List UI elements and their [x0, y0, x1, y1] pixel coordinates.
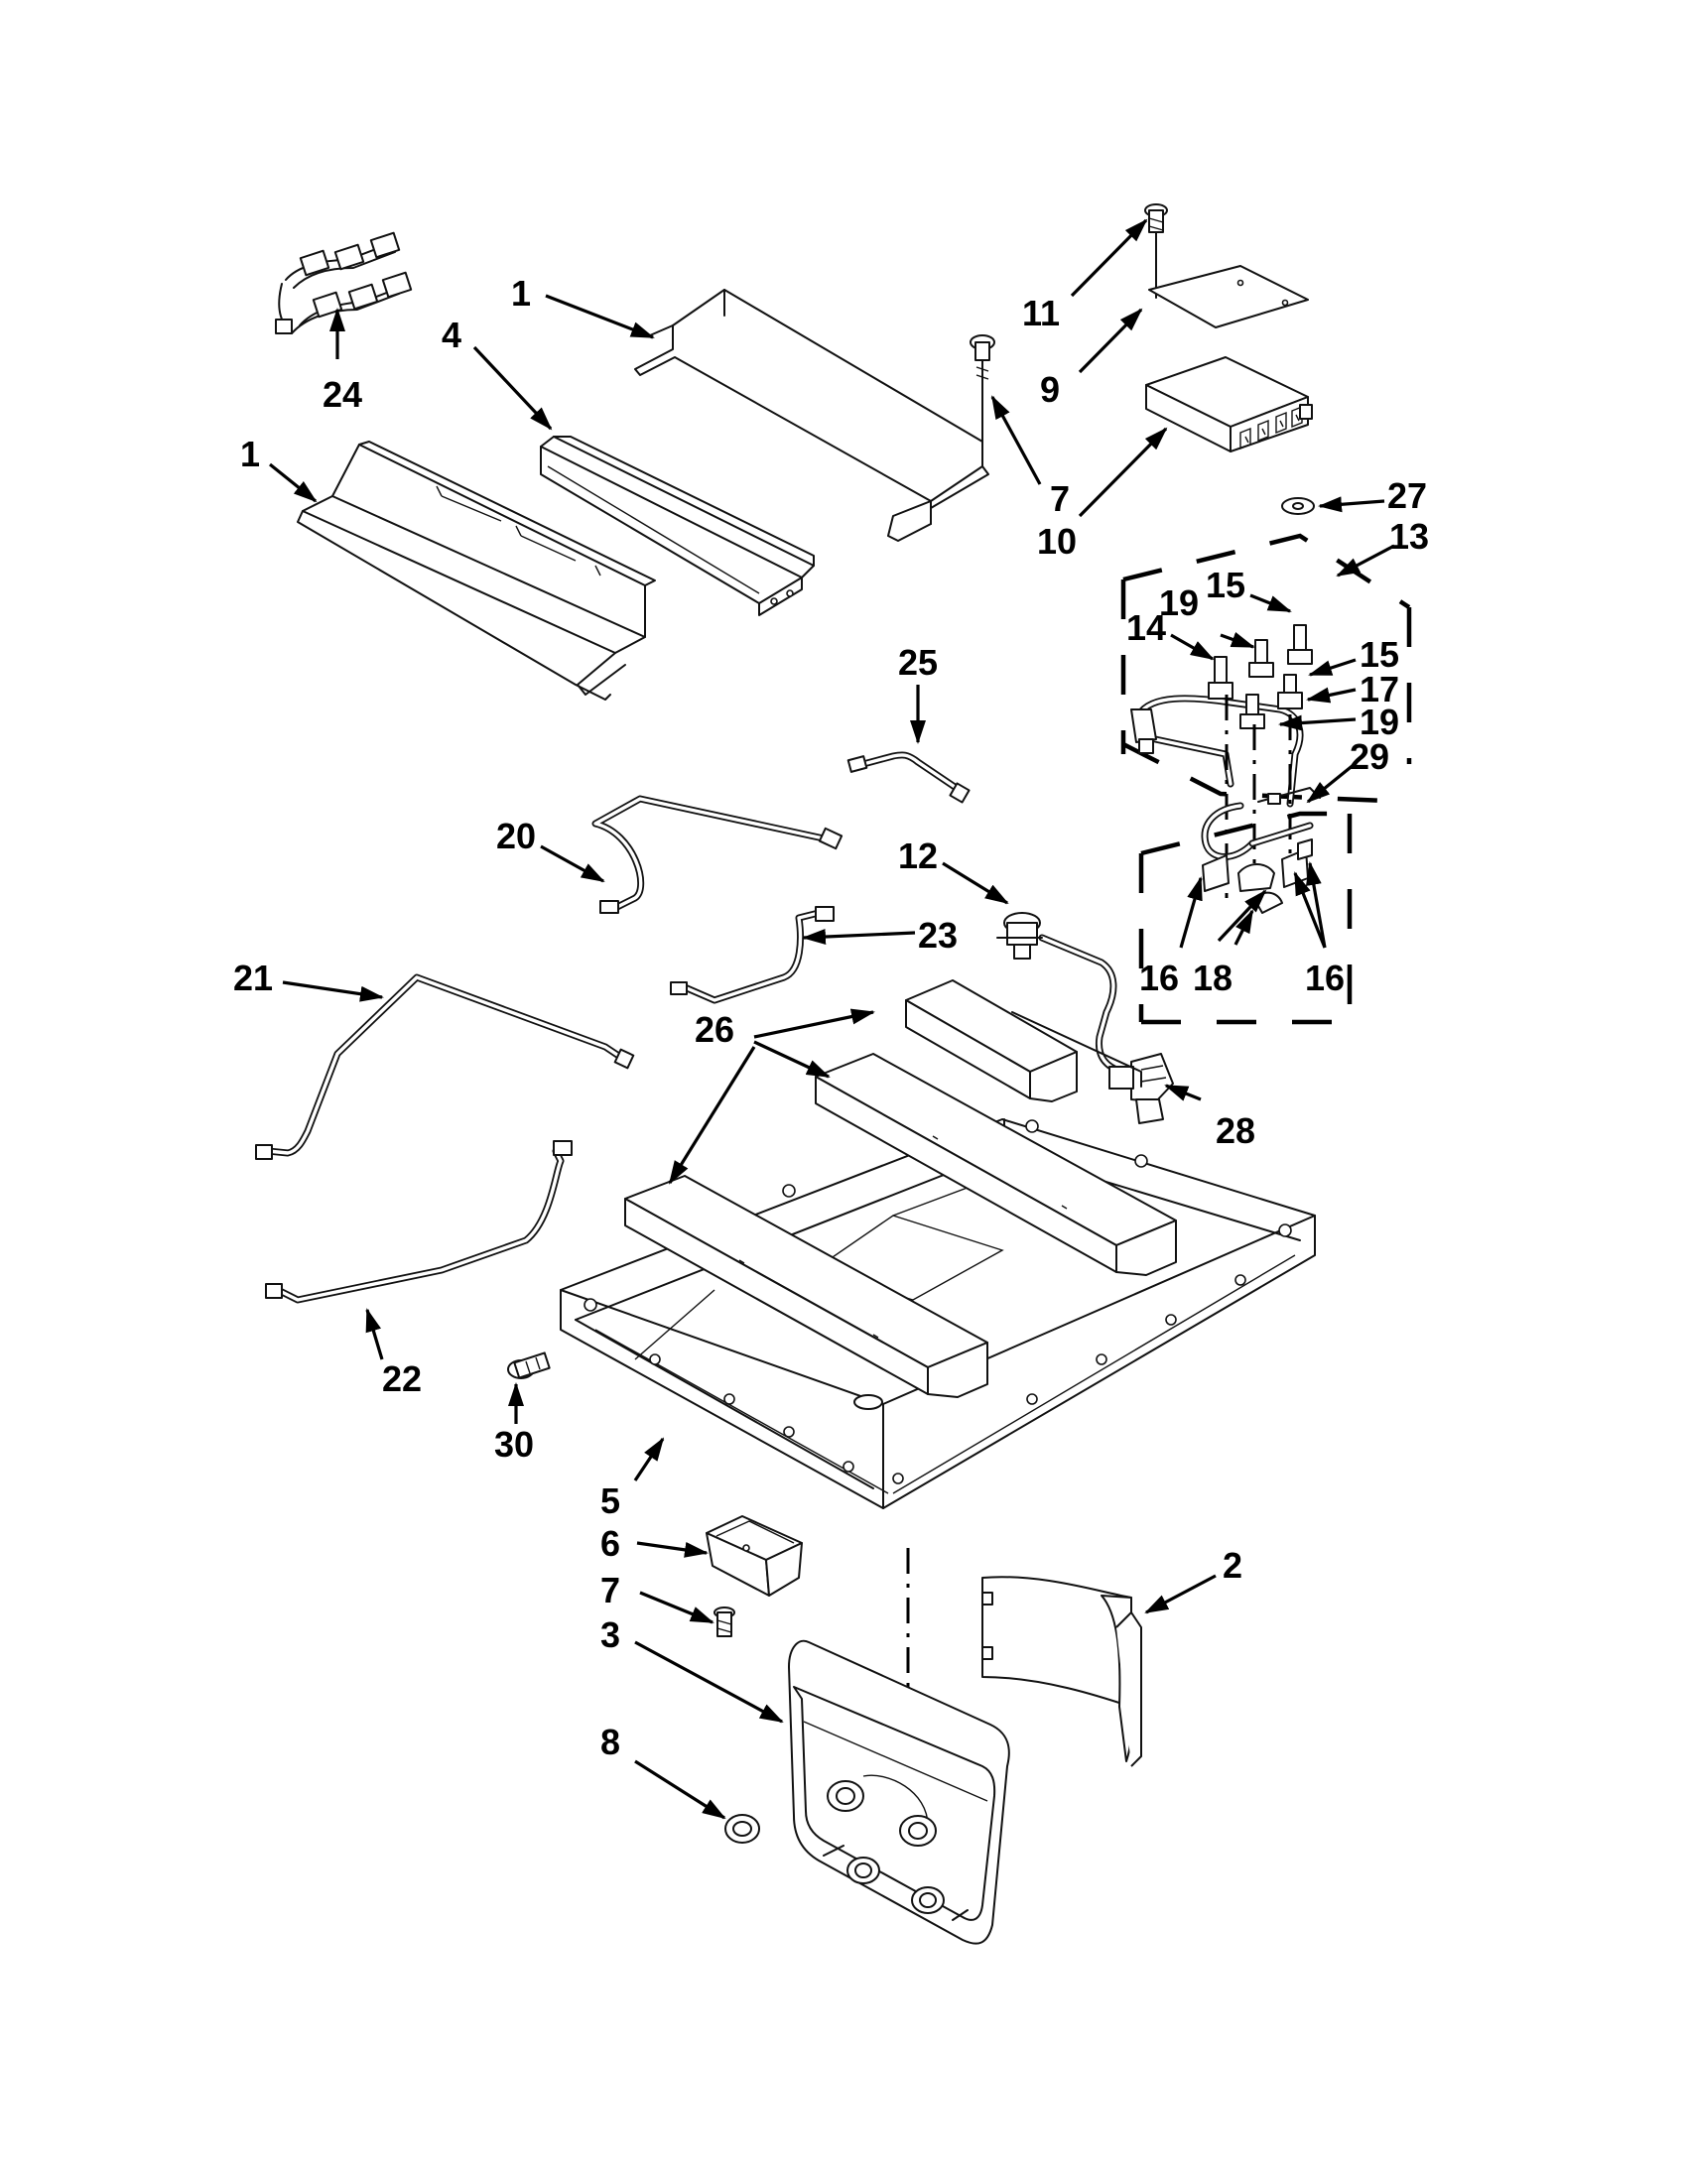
- callout-30: 30: [494, 1424, 534, 1465]
- callout-4: 4: [442, 315, 461, 355]
- tube-part-20: [591, 795, 844, 914]
- callout-17: 17: [1360, 669, 1399, 709]
- screw-part-7-top: [970, 334, 995, 443]
- manifold-assembly-part-13: [1120, 533, 1412, 1025]
- callout-7-lower: 7: [600, 1570, 620, 1610]
- callout-21: 21: [233, 958, 273, 998]
- callout-1-left: 1: [240, 434, 260, 474]
- callout-8: 8: [600, 1722, 620, 1762]
- callout-labels: 1 1 2 3 4 5 6 7 7 8 9 10 11 12 13 14 15 …: [233, 273, 1429, 1762]
- callout-10: 10: [1037, 521, 1077, 562]
- callout-6: 6: [600, 1523, 620, 1564]
- electrical-box-part-10: [1145, 356, 1313, 452]
- callout-16-right: 16: [1305, 958, 1345, 998]
- rear-panel-part-1-top: [634, 289, 989, 542]
- screw-part-11: [1144, 203, 1168, 299]
- callout-26: 26: [695, 1009, 734, 1050]
- callout-24: 24: [323, 374, 362, 415]
- callout-15-top: 15: [1206, 565, 1245, 605]
- callout-12: 12: [898, 835, 938, 876]
- bracket-box-part-6: [706, 1515, 803, 1597]
- leader-arrows: [268, 218, 1395, 1820]
- cover-plate-part-9: [1148, 265, 1309, 328]
- curved-shield-part-2: [981, 1576, 1142, 1767]
- tube-part-21: [255, 973, 635, 1160]
- bolt-part-30: [507, 1351, 551, 1379]
- callout-27: 27: [1387, 475, 1427, 516]
- callout-19-top: 19: [1159, 582, 1199, 623]
- tube-part-23: [670, 906, 835, 1004]
- callout-23: 23: [918, 915, 958, 956]
- callout-3: 3: [600, 1614, 620, 1655]
- regulator-part-12: [996, 912, 1125, 1076]
- callout-11: 11: [1022, 293, 1060, 333]
- callout-2: 2: [1223, 1545, 1242, 1586]
- heat-shield-part-1-left: [297, 441, 656, 701]
- screw-part-7-lower: [714, 1606, 735, 1637]
- callout-16-left: 16: [1139, 958, 1179, 998]
- callout-29: 29: [1350, 736, 1389, 777]
- front-bezel-part-3: [788, 1639, 1010, 1945]
- callout-7-top: 7: [1050, 478, 1070, 519]
- callout-1-top: 1: [511, 273, 531, 314]
- tube-part-25: [846, 751, 971, 804]
- channel-part-4: [540, 436, 815, 616]
- callout-22: 22: [382, 1358, 422, 1399]
- wire-harness-part-24: [275, 231, 413, 334]
- cross-channels-part-26: [624, 979, 1177, 1398]
- callout-15-right: 15: [1360, 634, 1399, 675]
- callout-25: 25: [898, 642, 938, 683]
- tube-part-22: [265, 1140, 573, 1304]
- valve-part-28: [1108, 1053, 1174, 1124]
- callout-28: 28: [1216, 1110, 1255, 1151]
- valve-stems: [1208, 624, 1313, 729]
- callout-19-right: 19: [1360, 702, 1399, 742]
- callout-20: 20: [496, 816, 536, 856]
- washer-part-27: [1281, 497, 1315, 515]
- callout-5: 5: [600, 1480, 620, 1521]
- callout-14: 14: [1126, 607, 1166, 648]
- callout-9: 9: [1040, 369, 1060, 410]
- callout-18: 18: [1193, 958, 1233, 998]
- callout-13: 13: [1389, 516, 1429, 557]
- bushing-part-8: [724, 1814, 760, 1844]
